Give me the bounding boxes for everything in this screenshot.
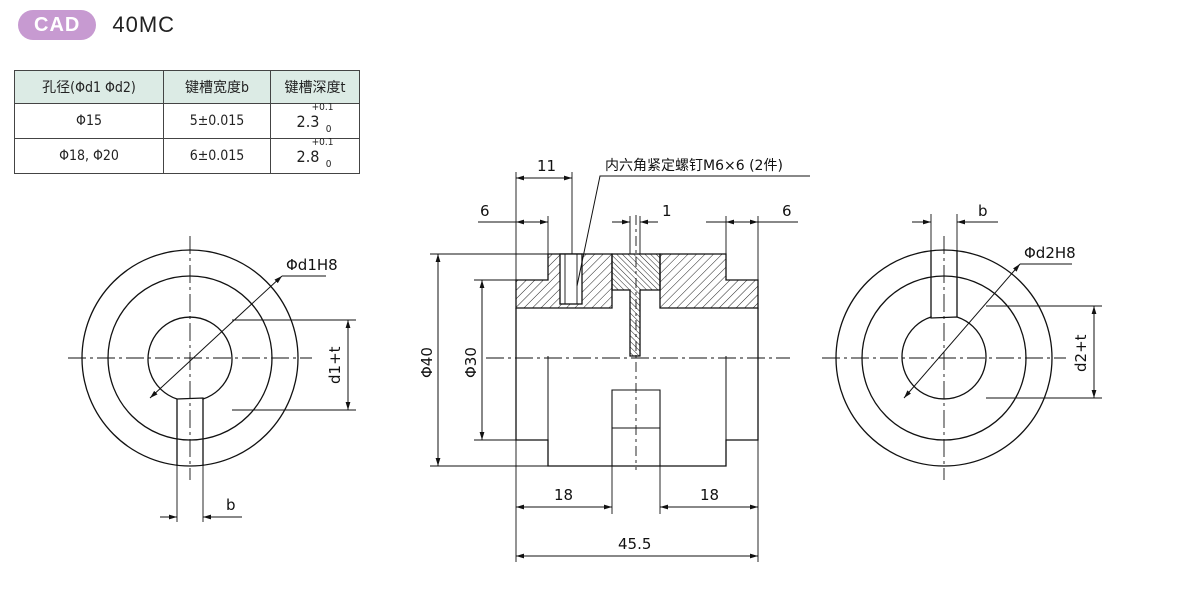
- right-bore-leader: [903, 263, 1021, 399]
- table-header-row: 孔径(Φd1 Φd2) 键槽宽度b 键槽深度t: [14, 70, 360, 104]
- table-row: Φ18, Φ20 6±0.015 2.8 +0.1 0: [14, 137, 360, 174]
- table-cell-width: 5±0.015: [163, 103, 271, 139]
- left-bore-label: Φd1H8: [286, 256, 338, 274]
- right-bore-label: Φd2H8: [1024, 244, 1076, 262]
- left-keyway-label: b: [226, 496, 236, 514]
- tol-lower: 0: [325, 158, 332, 170]
- dim-total-length: 45.5: [618, 535, 651, 553]
- left-depth-label: d1+t: [326, 346, 344, 384]
- tol-lower: 0: [325, 123, 332, 135]
- dim-left-length: 18: [554, 486, 573, 504]
- right-hub-section: [659, 253, 759, 309]
- table-header-depth: 键槽深度t: [270, 70, 360, 104]
- dim-left-step: 6: [480, 202, 490, 220]
- dim-right-step: 6: [782, 202, 792, 220]
- depth-tolerance: 2.8 +0.1 0: [296, 137, 334, 170]
- right-keyway-label: b: [978, 202, 988, 220]
- left-bore-leader: [149, 275, 283, 399]
- spec-table: 孔径(Φd1 Φd2) 键槽宽度b 键槽深度t Φ15 5±0.015 2.3 …: [14, 70, 360, 174]
- cad-badge: CAD: [18, 10, 97, 40]
- dim-inner-dia: Φ30: [462, 347, 480, 378]
- model-title: 40MC: [112, 12, 176, 37]
- header: CAD 40MC: [18, 10, 175, 40]
- table-cell-bore: Φ15: [14, 103, 164, 139]
- table-row: Φ15 5±0.015 2.3 +0.1 0: [14, 102, 360, 139]
- tol-upper: +0.1: [311, 136, 334, 148]
- depth-value: 2.8: [296, 146, 320, 166]
- dim-gap: 1: [662, 202, 672, 220]
- dim-screw-pos: 11: [537, 157, 556, 175]
- left-end-view: [68, 236, 356, 522]
- table-cell-bore: Φ18, Φ20: [14, 138, 164, 174]
- right-depth-label: d2+t: [1072, 334, 1090, 372]
- set-screw-hole: [559, 253, 583, 305]
- screw-note: 内六角紧定螺钉M6×6 (2件): [605, 158, 783, 174]
- dim-outer-dia: Φ40: [418, 347, 436, 378]
- dim-right-length: 18: [700, 486, 719, 504]
- lower-body-outline: [515, 308, 759, 467]
- table-cell-width: 6±0.015: [163, 138, 271, 174]
- screw-note-leader: [576, 175, 810, 287]
- right-end-view: [822, 214, 1102, 480]
- depth-value: 2.3: [296, 111, 320, 131]
- depth-tolerance: 2.3 +0.1 0: [296, 102, 334, 135]
- tol-upper: +0.1: [311, 101, 334, 113]
- section-view: [430, 172, 810, 562]
- table-cell-depth: 2.8 +0.1 0: [270, 137, 360, 174]
- table-header-width: 键槽宽度b: [163, 70, 271, 104]
